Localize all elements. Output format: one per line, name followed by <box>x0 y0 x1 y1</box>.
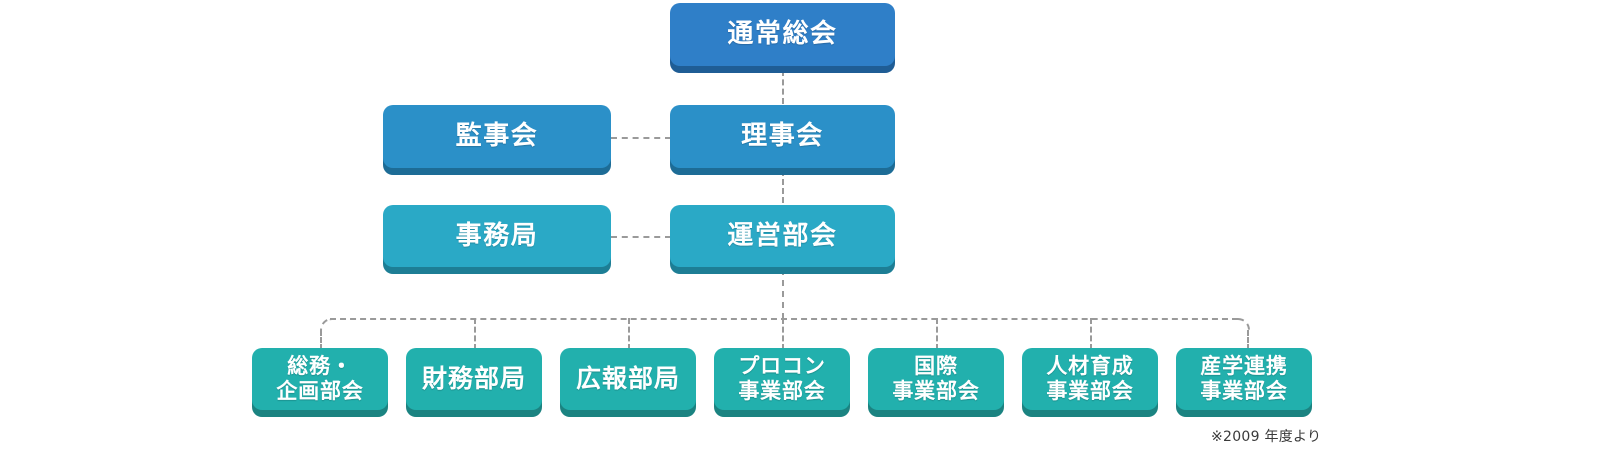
node-label-line2: 事業部会 <box>1200 379 1288 403</box>
connector-drop-3 <box>628 318 630 350</box>
connector-drop-2 <box>474 318 476 350</box>
node-label-line1: 人材育成 <box>1046 354 1134 379</box>
connector-bus-horizontal <box>330 318 1238 320</box>
connector-drop-7 <box>1247 330 1249 350</box>
node-human-resources-development-committee[interactable]: 人材育成 事業部会 <box>1022 348 1158 410</box>
node-label-line1: 財務部局 <box>421 364 526 394</box>
node-label-line1: 広報部局 <box>575 364 680 394</box>
node-board-of-directors[interactable]: 理事会 <box>670 105 895 168</box>
node-international-project-committee[interactable]: 国際 事業部会 <box>868 348 1004 410</box>
connector-bus-left-cap <box>320 318 332 332</box>
node-general-affairs-planning[interactable]: 総務・ 企画部会 <box>252 348 388 410</box>
node-industry-academia-committee[interactable]: 産学連携 事業部会 <box>1176 348 1312 410</box>
connector-drop-1 <box>320 330 322 350</box>
node-label-line1: 産学連携 <box>1200 354 1288 379</box>
node-label-line1: プロコン <box>738 354 826 379</box>
connector-auditors-to-board <box>611 137 671 139</box>
connector-board-to-operations <box>782 170 784 203</box>
connector-secretariat-to-operations <box>611 236 671 238</box>
node-auditors[interactable]: 監事会 <box>383 105 611 168</box>
node-label-line1: 総務・ <box>287 354 353 379</box>
node-label: 通常総会 <box>727 19 838 50</box>
connector-bus-right-cap <box>1238 318 1250 332</box>
node-finance-bureau[interactable]: 財務部局 <box>406 348 542 410</box>
connector-drop-5 <box>936 318 938 350</box>
node-general-assembly[interactable]: 通常総会 <box>670 3 895 66</box>
node-label: 事務局 <box>455 220 539 251</box>
node-public-relations-bureau[interactable]: 広報部局 <box>560 348 696 410</box>
node-label-line1: 国際 <box>914 354 958 379</box>
footnote: ※2009 年度より <box>1211 429 1322 445</box>
node-label-line2: 企画部会 <box>276 379 364 403</box>
node-label-line2: 事業部会 <box>1046 379 1134 403</box>
connector-drop-6 <box>1090 318 1092 350</box>
node-operations-committee[interactable]: 運営部会 <box>670 205 895 267</box>
node-secretariat[interactable]: 事務局 <box>383 205 611 267</box>
connector-assembly-to-board <box>782 70 784 104</box>
node-label: 監事会 <box>455 121 539 152</box>
node-label-line2: 事業部会 <box>738 379 826 403</box>
node-procon-project-committee[interactable]: プロコン 事業部会 <box>714 348 850 410</box>
node-label-line2: 事業部会 <box>892 379 980 403</box>
node-label: 運営部会 <box>727 220 838 251</box>
connector-drop-4 <box>782 318 784 350</box>
connector-operations-to-bus <box>782 269 784 319</box>
node-label: 理事会 <box>741 121 824 152</box>
